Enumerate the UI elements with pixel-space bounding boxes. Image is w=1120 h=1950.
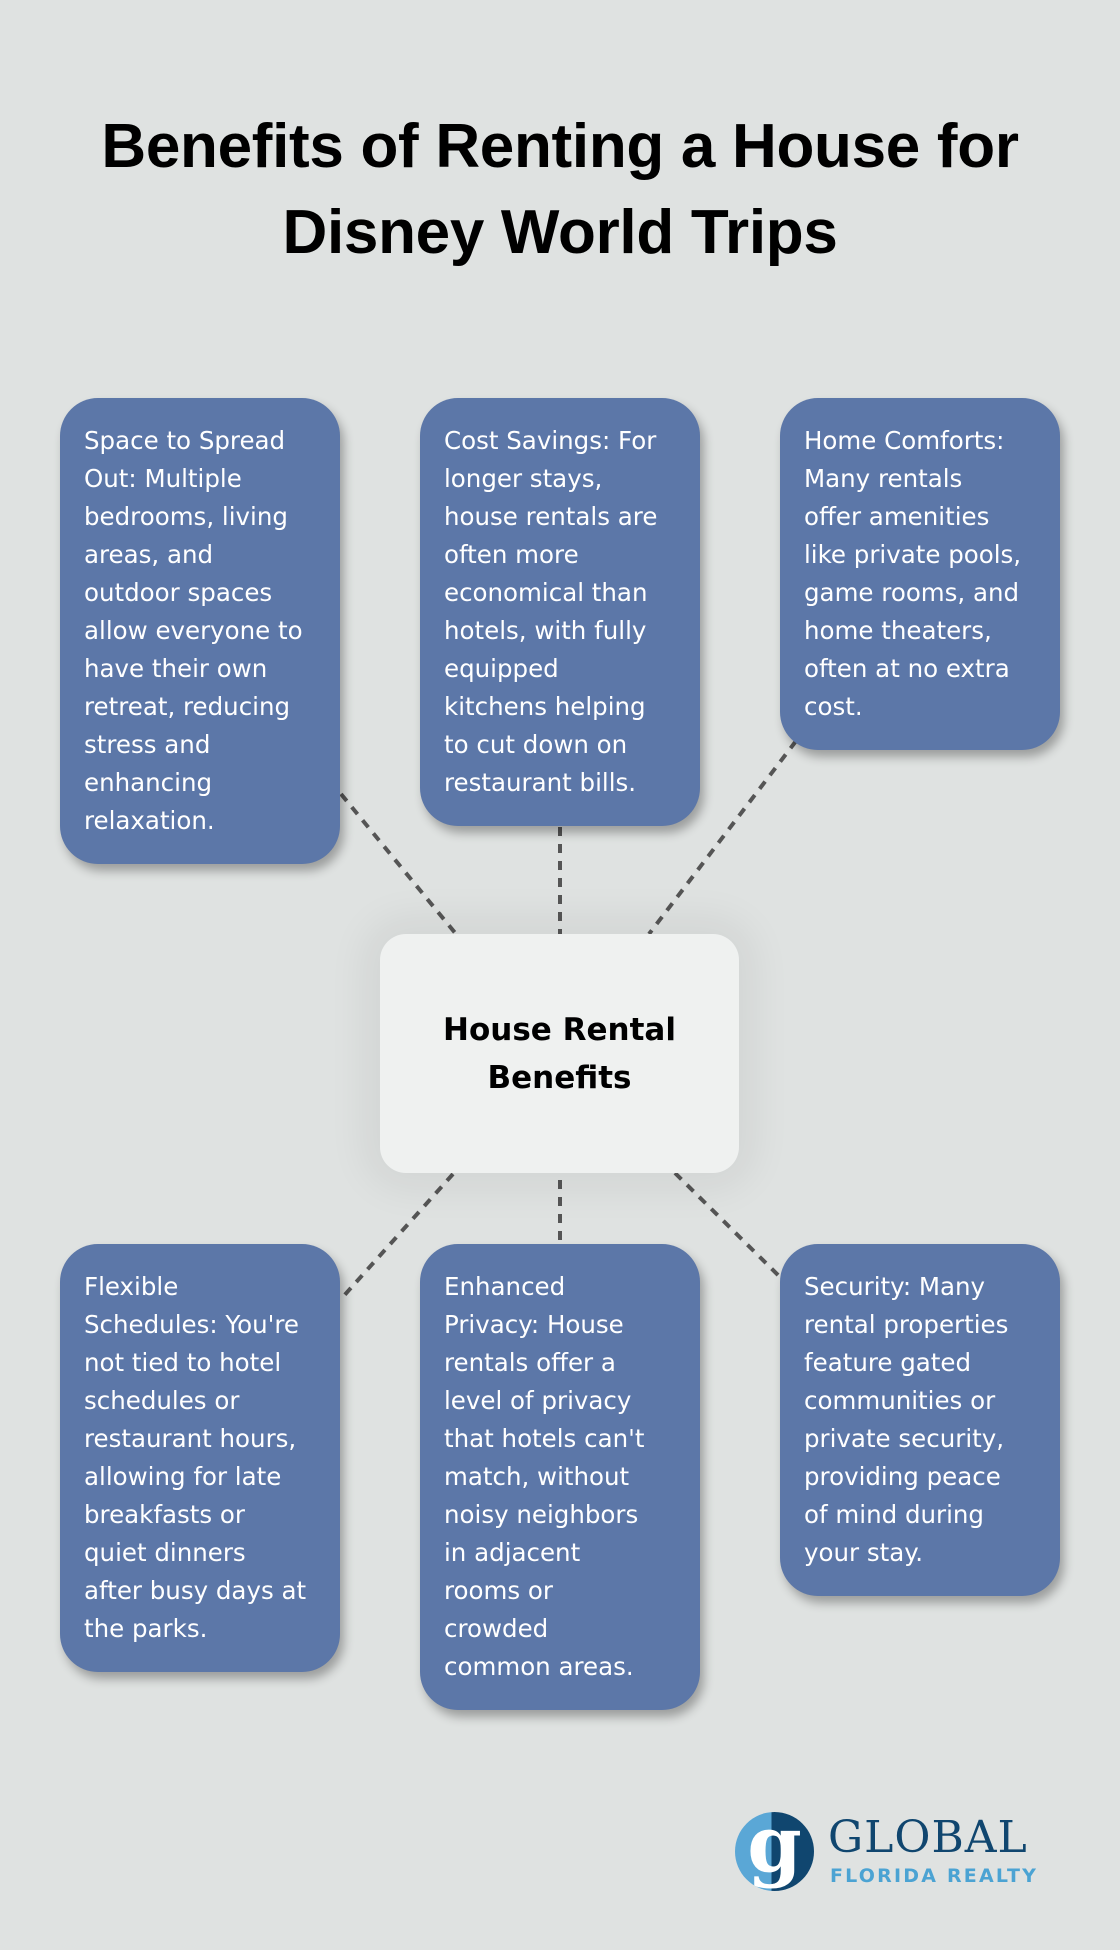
benefit-card-privacy: Enhanced Privacy: House rentals offer a …: [420, 1244, 700, 1710]
card-text-line: cost.: [804, 692, 863, 721]
card-text-line: after busy days at: [84, 1576, 307, 1605]
card-text-line: rental properties: [804, 1310, 1009, 1339]
card-text-line: often more: [444, 540, 579, 569]
card-text-line: restaurant bills.: [444, 768, 637, 797]
logo-g-glyph: g: [747, 1812, 802, 1890]
card-text-line: Many rentals: [804, 464, 963, 493]
card-text-line: hotels, with fully: [444, 616, 647, 645]
benefit-card-cost: Cost Savings: For longer stays, house re…: [420, 398, 700, 826]
card-text-line: Security: Many: [804, 1272, 986, 1301]
card-text-line: longer stays,: [444, 464, 603, 493]
company-logo: g GLOBAL FLORIDA REALTY: [733, 1808, 1063, 1894]
card-text-line: the parks.: [84, 1614, 208, 1643]
title-line-2: Disney World Trips: [282, 198, 838, 267]
card-text-line: outdoor spaces: [84, 578, 273, 607]
card-text-line: offer amenities: [804, 502, 990, 531]
benefit-card-security: Security: Many rental properties feature…: [780, 1244, 1060, 1596]
card-text-line: quiet dinners: [84, 1538, 246, 1567]
card-text-line: breakfasts or: [84, 1500, 245, 1529]
card-text-line: have their own: [84, 654, 268, 683]
title-line-1: Benefits of Renting a House for: [101, 112, 1019, 181]
card-text-line: game rooms, and: [804, 578, 1020, 607]
card-text-line: Enhanced: [444, 1272, 566, 1301]
card-text-line: level of privacy: [444, 1386, 632, 1415]
card-text-line: rentals offer a: [444, 1348, 616, 1377]
card-text-line: in adjacent: [444, 1538, 581, 1567]
benefit-card-flexible: Flexible Schedules: You're not tied to h…: [60, 1244, 340, 1672]
card-text-line: to cut down on: [444, 730, 628, 759]
card-text-line: common areas.: [444, 1652, 634, 1681]
card-text-line: Home Comforts:: [804, 426, 1005, 455]
card-text-line: often at no extra: [804, 654, 1010, 683]
card-text-line: retreat, reducing: [84, 692, 291, 721]
card-text-line: noisy neighbors: [444, 1500, 639, 1529]
center-node-line-2: Benefits: [487, 1059, 632, 1096]
card-text-line: match, without: [444, 1462, 630, 1491]
card-text-line: bedrooms, living: [84, 502, 288, 531]
card-text-line: providing peace: [804, 1462, 1001, 1491]
center-node-line-1: House Rental: [443, 1011, 676, 1048]
card-text-line: Cost Savings: For: [444, 426, 657, 455]
logo-subtitle: FLORIDA REALTY: [830, 1865, 1039, 1887]
benefit-card-comforts: Home Comforts: Many rentals offer amenit…: [780, 398, 1060, 750]
connector-comforts: [647, 739, 798, 936]
card-text-line: Flexible: [84, 1272, 179, 1301]
card-text-line: communities or: [804, 1386, 996, 1415]
card-text-line: Out: Multiple: [84, 464, 242, 493]
card-text-line: crowded: [444, 1614, 549, 1643]
connector-security: [673, 1171, 781, 1278]
card-text-line: like private pools,: [804, 540, 1022, 569]
center-node: House Rental Benefits: [380, 934, 739, 1173]
card-text-line: enhancing: [84, 768, 213, 797]
card-text-line: allow everyone to: [84, 616, 303, 645]
card-text-line: rooms or: [444, 1576, 553, 1605]
card-text-line: allowing for late: [84, 1462, 282, 1491]
card-text-line: stress and: [84, 730, 211, 759]
card-text-line: areas, and: [84, 540, 214, 569]
card-text-line: kitchens helping: [444, 692, 646, 721]
connector-flexible: [339, 1172, 455, 1301]
card-text-line: relaxation.: [84, 806, 215, 835]
page-title: Benefits of Renting a House for Disney W…: [0, 104, 1120, 276]
card-text-line: not tied to hotel: [84, 1348, 282, 1377]
card-text-line: equipped: [444, 654, 559, 683]
card-text-line: private security,: [804, 1424, 1005, 1453]
card-text-line: feature gated: [804, 1348, 972, 1377]
card-text-line: Space to Spread: [84, 426, 286, 455]
card-text-line: Schedules: You're: [84, 1310, 299, 1339]
card-text-line: that hotels can't: [444, 1424, 645, 1453]
card-text-line: your stay.: [804, 1538, 924, 1567]
card-text-line: schedules or: [84, 1386, 240, 1415]
card-text-line: Privacy: House: [444, 1310, 624, 1339]
logo-wordmark: GLOBAL: [828, 1812, 1028, 1863]
card-text-line: of mind during: [804, 1500, 984, 1529]
card-text-line: home theaters,: [804, 616, 992, 645]
connector-space: [339, 792, 458, 936]
card-text-line: restaurant hours,: [84, 1424, 297, 1453]
global-florida-realty-logo-icon: g: [735, 1812, 814, 1891]
benefit-card-space: Space to Spread Out: Multiple bedrooms, …: [60, 398, 340, 864]
card-text-line: economical than: [444, 578, 648, 607]
card-text-line: house rentals are: [444, 502, 658, 531]
